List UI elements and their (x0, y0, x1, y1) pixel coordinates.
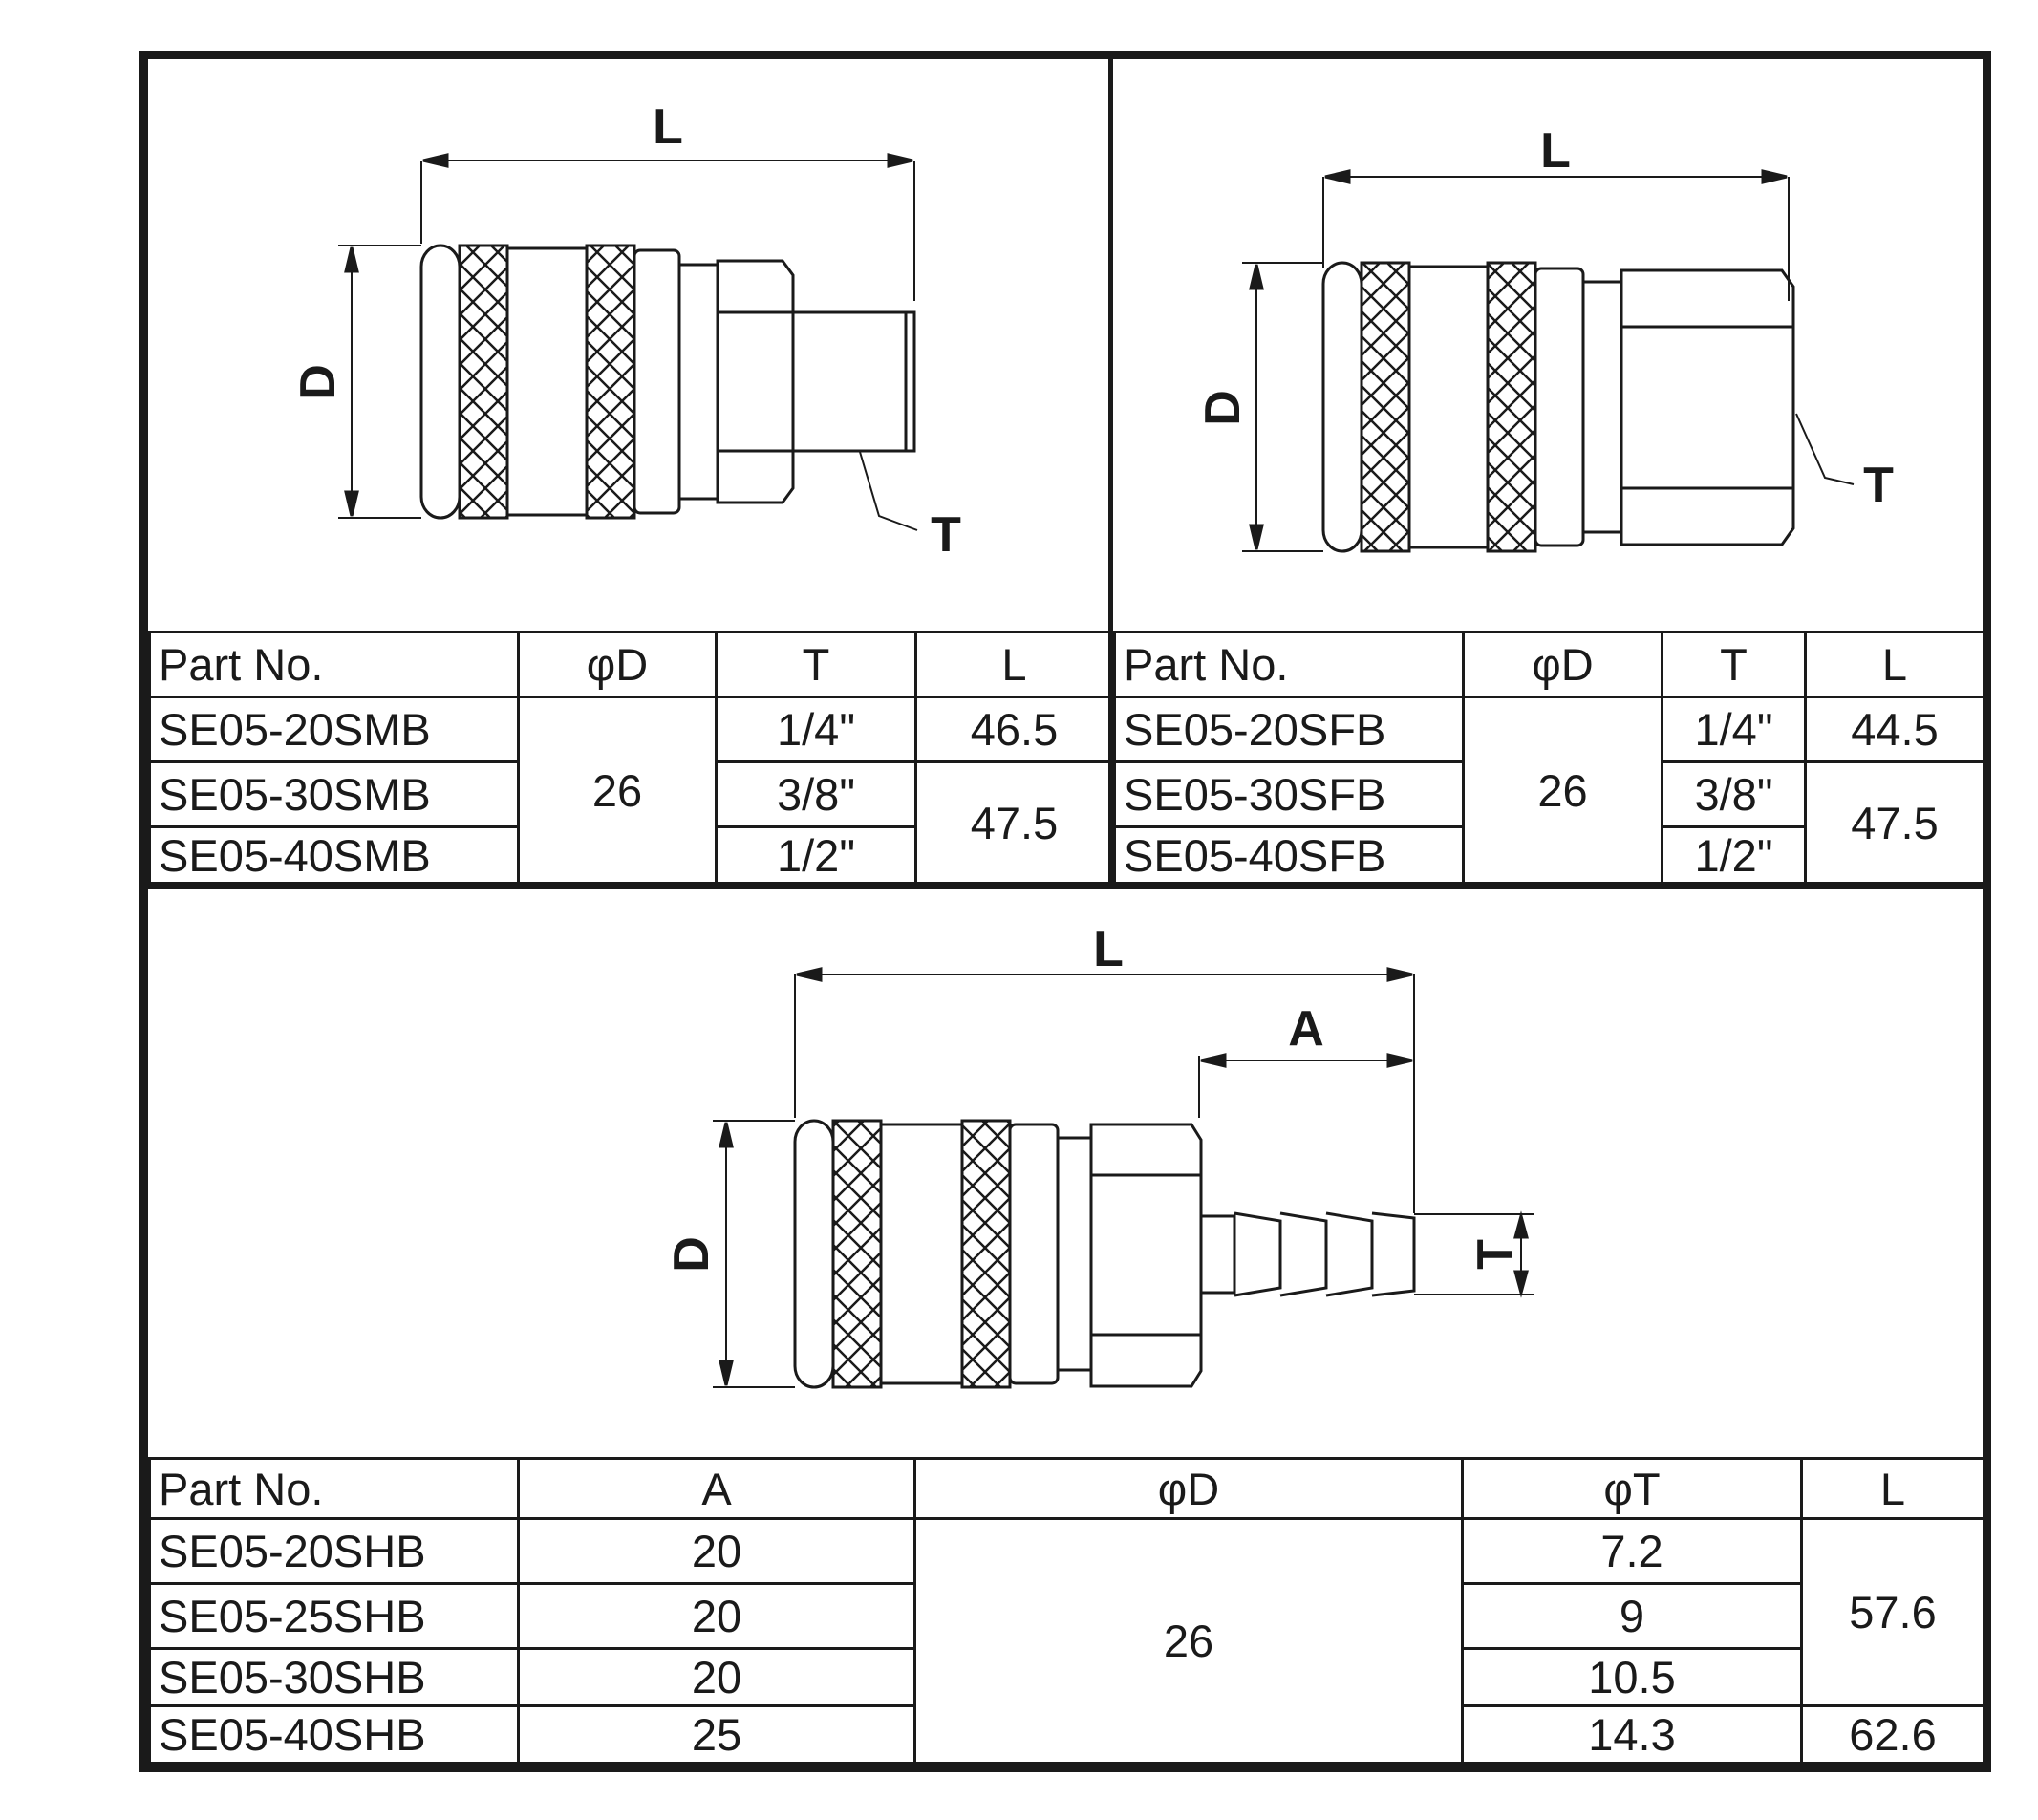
horizontal-divider (139, 883, 1991, 889)
length-value: 47.5 (1804, 760, 1985, 885)
dim-label-a: A (1288, 1001, 1324, 1057)
outer-frame (139, 51, 1991, 1772)
length-value: 62.6 (1800, 1704, 1985, 1765)
part-number: SE05-40SFB (1113, 825, 1465, 885)
spec-table-smb: Part No. φD T L SE05-20SMB 26 1/4" 46.5 … (148, 631, 1114, 885)
spec-table-shb: Part No. A φD φT L SE05-20SHB 20 26 7.2 … (148, 1457, 1985, 1765)
thread-value: 1/2" (715, 825, 917, 885)
header-d: φD (517, 631, 718, 698)
spec-table-sfb: Part No. φD T L SE05-20SFB 26 1/4" 44.5 … (1113, 631, 1985, 885)
diameter-value: 26 (913, 1517, 1464, 1765)
a-value: 20 (517, 1647, 916, 1707)
table-row: SE05-40SHB 25 14.3 62.6 (148, 1704, 1985, 1765)
vertical-divider (1108, 51, 1113, 888)
dim-label-t: T (1863, 458, 1894, 513)
thread-value: 1/4" (715, 696, 917, 763)
header-t: φT (1461, 1457, 1803, 1520)
part-number: SE05-20SHB (148, 1517, 520, 1585)
dim-label-l: L (1540, 123, 1571, 179)
header-l: L (1800, 1457, 1985, 1520)
table-row: SE05-25SHB 20 9 (148, 1582, 1984, 1650)
header-t: T (715, 631, 917, 698)
dim-label-d: D (664, 1236, 719, 1273)
length-value: 47.5 (914, 760, 1114, 885)
table-row: SE05-20SHB 20 26 7.2 57.6 (148, 1517, 1985, 1765)
dim-label-t: T (931, 507, 961, 563)
thread-value: 3/8" (715, 760, 917, 828)
part-number: SE05-30SFB (1113, 760, 1465, 828)
dim-label-l: L (1093, 922, 1124, 977)
part-number: SE05-30SHB (148, 1647, 520, 1707)
header-t: T (1661, 631, 1807, 698)
part-number: SE05-20SFB (1113, 696, 1465, 763)
part-number: SE05-40SHB (148, 1704, 520, 1765)
dim-label-d: D (290, 364, 346, 400)
part-number: SE05-20SMB (148, 696, 520, 763)
thread-value: 10.5 (1461, 1647, 1803, 1707)
thread-value: 14.3 (1461, 1704, 1803, 1765)
thread-value: 3/8" (1661, 760, 1807, 828)
part-number: SE05-30SMB (148, 760, 520, 828)
table-row: SE05-40SFB 1/2" (1113, 825, 1984, 885)
table-row: SE05-40SMB 1/2" (148, 825, 1113, 885)
thread-value: 7.2 (1461, 1517, 1803, 1585)
a-value: 25 (517, 1704, 916, 1765)
dim-label-t: T (1468, 1239, 1523, 1270)
header-part-no: Part No. (148, 1457, 520, 1520)
part-number: SE05-40SMB (148, 825, 520, 885)
table-header-row: Part No. φD T L (148, 631, 1114, 698)
a-value: 20 (517, 1582, 916, 1650)
dim-label-d: D (1195, 390, 1251, 426)
header-d: φD (913, 1457, 1464, 1520)
length-value: 44.5 (1804, 696, 1985, 763)
table-row: SE05-30SHB 20 10.5 (148, 1647, 1984, 1707)
thread-value: 1/2" (1661, 825, 1807, 885)
header-l: L (1804, 631, 1985, 698)
dim-label-l: L (653, 99, 683, 155)
diameter-value: 26 (1462, 696, 1663, 885)
table-row: SE05-20SFB 26 1/4" 44.5 (1113, 696, 1985, 885)
length-value: 46.5 (914, 696, 1114, 763)
header-part-no: Part No. (1113, 631, 1465, 698)
thread-value: 1/4" (1661, 696, 1807, 763)
table-header-row: Part No. φD T L (1113, 631, 1985, 698)
table-row: SE05-30SMB 3/8" 47.5 (148, 760, 1114, 885)
header-l: L (914, 631, 1114, 698)
drawing-smb: L D T (290, 99, 961, 563)
header-part-no: Part No. (148, 631, 520, 698)
header-a: A (517, 1457, 916, 1520)
header-d: φD (1462, 631, 1663, 698)
part-number: SE05-25SHB (148, 1582, 520, 1650)
length-value: 57.6 (1800, 1517, 1985, 1707)
table-row: SE05-30SFB 3/8" 47.5 (1113, 760, 1985, 885)
diameter-value: 26 (517, 696, 718, 885)
a-value: 20 (517, 1517, 916, 1585)
table-row: SE05-20SMB 26 1/4" 46.5 (148, 696, 1114, 885)
thread-value: 9 (1461, 1582, 1803, 1650)
drawing-sfb: L D T (1195, 123, 1894, 553)
drawing-shb: L A D T (664, 922, 1534, 1389)
table-header-row: Part No. A φD φT L (148, 1457, 1985, 1520)
